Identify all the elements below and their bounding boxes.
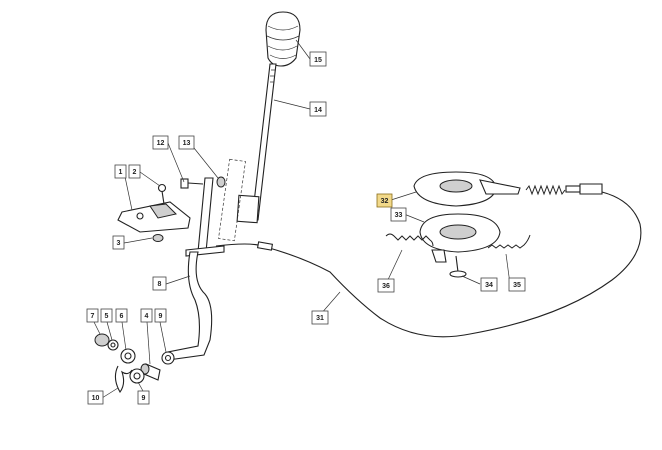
callout-4-text: 4 <box>145 313 149 320</box>
brake-plate-32 <box>413 171 521 207</box>
callout-15-text: 15 <box>314 57 322 64</box>
callout-8-text: 8 <box>158 281 162 288</box>
washer-5 <box>107 339 119 351</box>
nut-3 <box>152 234 164 242</box>
callout-5-text: 5 <box>105 313 109 320</box>
bolt-12 <box>180 178 204 189</box>
lever-rod <box>218 63 277 242</box>
callout-12-text: 12 <box>157 140 165 147</box>
washer-9-lower <box>129 368 145 384</box>
spring-36 <box>385 233 434 247</box>
callout-9-lower-text: 9 <box>142 395 146 402</box>
washer-6 <box>120 348 136 364</box>
callout-31-text: 31 <box>316 315 324 322</box>
lever-knob <box>265 11 301 67</box>
washer-9-upper <box>161 351 175 365</box>
clutch-pulley-33 <box>419 213 501 263</box>
callout-10: 10 <box>87 390 104 405</box>
callout-36: 36 <box>377 278 395 293</box>
callout-12: 12 <box>152 135 169 150</box>
callout-32-text: 32 <box>381 198 389 205</box>
callout-8: 8 <box>152 276 167 291</box>
callout-4: 4 <box>140 308 153 323</box>
cable-spring <box>525 183 603 196</box>
callout-32: 32 <box>376 193 393 208</box>
callout-2: 2 <box>128 164 141 179</box>
callout-35: 35 <box>508 277 526 292</box>
bolt-2 <box>157 183 167 205</box>
callout-14-text: 14 <box>314 107 322 114</box>
callout-2-text: 2 <box>133 169 137 176</box>
callout-9-lower: 9 <box>137 390 150 405</box>
callout-1-text: 1 <box>119 169 123 176</box>
bushing-13 <box>216 176 226 188</box>
bushing-7 <box>94 333 110 347</box>
leader-lines <box>93 39 511 399</box>
callout-9-upper-text: 9 <box>159 313 163 320</box>
callout-13: 13 <box>178 135 195 150</box>
callout-3: 3 <box>112 235 125 250</box>
callout-33: 33 <box>390 207 407 222</box>
callout-3-text: 3 <box>117 240 121 247</box>
callout-31: 31 <box>311 310 329 325</box>
callout-33-text: 33 <box>395 212 403 219</box>
callout-7-text: 7 <box>91 313 95 320</box>
callout-1: 1 <box>114 164 127 179</box>
callout-36-text: 36 <box>382 283 390 290</box>
callout-7: 7 <box>86 308 99 323</box>
callout-14: 14 <box>309 101 327 117</box>
callout-34-text: 34 <box>485 282 493 289</box>
callout-6: 6 <box>115 308 128 323</box>
callout-15: 15 <box>309 51 327 67</box>
callout-35-text: 35 <box>513 282 521 289</box>
callout-5: 5 <box>100 308 113 323</box>
callout-6-text: 6 <box>120 313 124 320</box>
callout-10-text: 10 <box>92 395 100 402</box>
callout-13-text: 13 <box>183 140 191 147</box>
mounting-bracket <box>117 201 191 233</box>
clip-10 <box>114 365 133 394</box>
spring-35 <box>487 234 531 249</box>
bolt-34 <box>449 255 467 278</box>
callout-34: 34 <box>480 277 498 292</box>
callout-9-upper: 9 <box>154 308 167 323</box>
shift-rod <box>167 177 225 361</box>
control-cable-31 <box>215 191 642 338</box>
